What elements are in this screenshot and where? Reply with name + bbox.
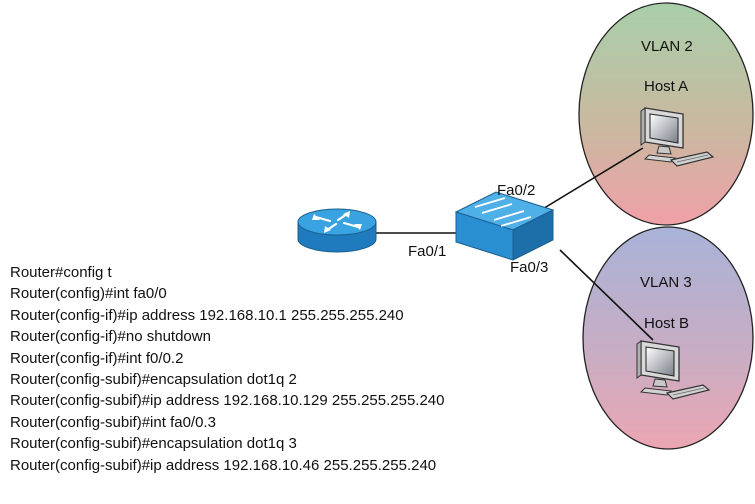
host-b-label: Host B bbox=[644, 315, 689, 332]
config-line: Router(config-subif)#ip address 192.168.… bbox=[10, 392, 445, 410]
config-line: Router(config-subif)#encapsulation dot1q… bbox=[10, 371, 297, 389]
host-a-label: Host A bbox=[644, 78, 688, 95]
config-line: Router(config)#int fa0/0 bbox=[10, 285, 167, 303]
vlan2-label: VLAN 2 bbox=[641, 38, 693, 55]
config-line: Router(config-if)#int f0/0.2 bbox=[10, 349, 184, 367]
config-line: Router(config-subif)#ip address 192.168.… bbox=[10, 456, 437, 474]
port-fa0-2-label: Fa0/2 bbox=[497, 182, 535, 199]
vlan3-circle bbox=[582, 226, 754, 450]
router-config-listing: Router#config t Router(config)#int fa0/0… bbox=[10, 262, 444, 476]
router-icon[interactable] bbox=[297, 208, 377, 253]
port-fa0-1-label: Fa0/1 bbox=[408, 243, 446, 260]
link-switch-host-a bbox=[540, 147, 644, 211]
config-line: Router#config t bbox=[10, 264, 112, 281]
link-switch-host-b bbox=[559, 249, 654, 341]
port-fa0-3-label: Fa0/3 bbox=[510, 259, 548, 276]
config-line: Router(config-subif)#encapsulation dot1q… bbox=[10, 435, 297, 453]
config-line: Router(config-subif)#int fa0/0.3 bbox=[10, 413, 216, 431]
switch-icon[interactable] bbox=[454, 191, 555, 261]
config-line: Router(config-if)#no shutdown bbox=[10, 328, 211, 346]
vlan3-label: VLAN 3 bbox=[640, 274, 692, 291]
config-line: Router(config-if)#ip address 192.168.10.… bbox=[10, 306, 404, 324]
